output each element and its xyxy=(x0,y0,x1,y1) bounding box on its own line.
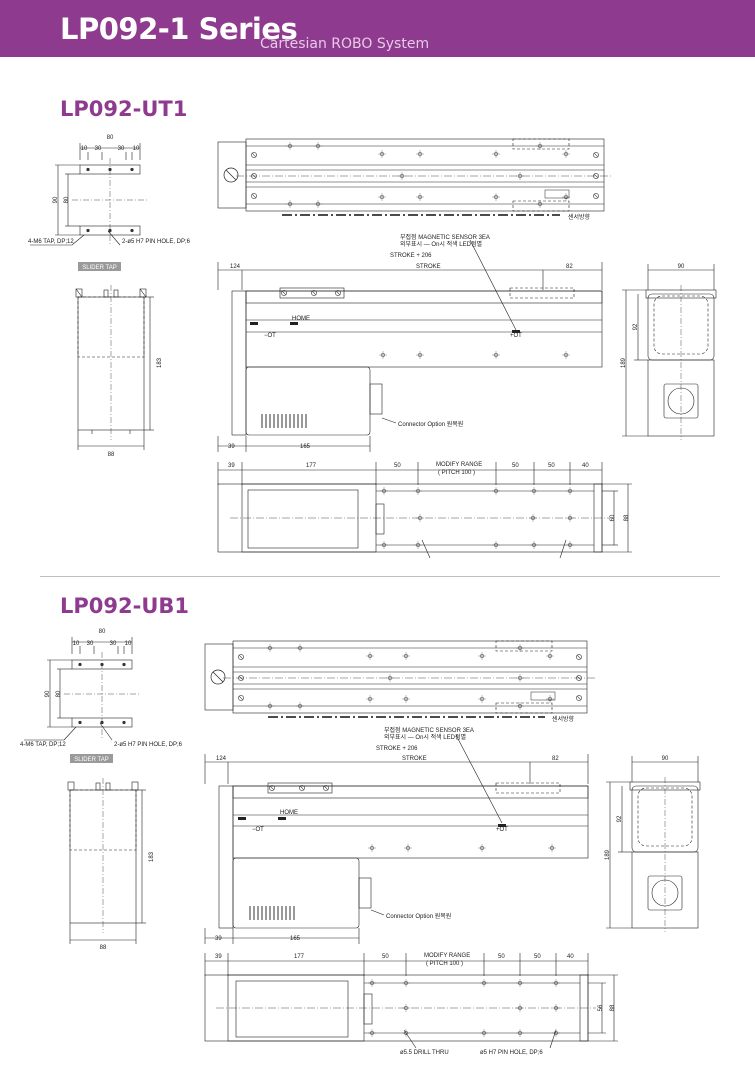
dim-124: 124 xyxy=(216,756,227,762)
dim-56: 56 xyxy=(598,1004,604,1011)
dim-177: 177 xyxy=(294,954,305,960)
dim-80: 80 xyxy=(107,135,114,141)
plus-ot-label: +OT xyxy=(496,827,508,833)
bottom-view xyxy=(204,953,618,1049)
bottom-view xyxy=(217,462,632,559)
minus-ot-label: −OT xyxy=(264,333,276,339)
magnetic-sensor-label: 부접점 MAGNETIC SENSOR 3EA xyxy=(400,233,490,241)
dim-183: 183 xyxy=(157,357,163,368)
dim-39: 39 xyxy=(228,463,235,469)
sensor-direction-label: 센서방향 xyxy=(552,715,575,723)
pin-hole-note: 2-ø5 H7 PIN HOLE, DP;6 xyxy=(122,239,191,245)
slider-top-view xyxy=(24,637,140,741)
dim-92: 92 xyxy=(633,323,639,330)
page-header: LP092-1 Series Cartesian ROBO System xyxy=(0,0,755,57)
dim-stroke-206: STROKE + 206 xyxy=(390,253,432,259)
dim-90: 90 xyxy=(678,264,685,270)
dim-50: 50 xyxy=(394,463,401,469)
connector-option-label: Connector Option 원목원 xyxy=(386,912,451,920)
dim-82: 82 xyxy=(566,264,573,270)
side-view xyxy=(204,734,589,944)
tap-note: 4-M6 TAP, DP;12 xyxy=(20,742,66,748)
dim-50: 50 xyxy=(534,954,541,960)
dim-183: 183 xyxy=(149,851,155,862)
end-view-left xyxy=(75,285,154,450)
slider-tap-label: SLIDER TAP xyxy=(74,757,108,763)
end-view-right xyxy=(606,756,701,932)
dim-124: 124 xyxy=(230,264,241,270)
modify-range-label: MODIFY RANGE xyxy=(424,953,470,959)
dim-165: 165 xyxy=(300,444,311,450)
end-view-left xyxy=(67,778,146,944)
dim-10: 10 xyxy=(81,146,88,152)
top-view-long xyxy=(217,138,612,216)
sensor-direction-label: 센서방향 xyxy=(568,213,591,221)
top-view-long xyxy=(204,640,595,718)
slider-top-view xyxy=(30,143,148,246)
dim-39: 39 xyxy=(215,954,222,960)
minus-ot-label: −OT xyxy=(252,827,264,833)
dim-90: 90 xyxy=(45,690,51,697)
dim-40: 40 xyxy=(567,954,574,960)
dim-177: 177 xyxy=(306,463,317,469)
magnetic-sensor-label: 부접점 MAGNETIC SENSOR 3EA xyxy=(384,726,474,734)
dim-50: 50 xyxy=(512,463,519,469)
drawing-ut1: 80 10 30 30 10 90 80 4-M6 TAP, DP;12 2-ø… xyxy=(28,135,717,559)
dim-50: 50 xyxy=(382,954,389,960)
page-subtitle: Cartesian ROBO System xyxy=(260,36,430,52)
dim-80: 80 xyxy=(64,196,70,203)
dim-30: 30 xyxy=(87,641,94,647)
dim-40: 40 xyxy=(582,463,589,469)
drill-thru-note: ø5.5 DRILL THRU xyxy=(400,1050,449,1056)
home-label: HOME xyxy=(280,810,298,816)
home-label: HOME xyxy=(292,316,310,322)
end-view-right xyxy=(622,264,717,440)
page-title: LP092-1 Series xyxy=(60,12,298,46)
dim-82: 82 xyxy=(552,756,559,762)
magnetic-sensor-note: 외부표시 — On시 적색 LED점멸 xyxy=(400,240,482,248)
dim-stroke-206: STROKE + 206 xyxy=(376,746,418,752)
dim-50: 50 xyxy=(498,954,505,960)
drawing-ub1: 80 10 30 30 10 90 80 4-M6 TAP, DP;12 2-ø… xyxy=(20,629,701,1056)
pitch-label: ( PITCH 100 ) xyxy=(426,961,463,967)
dim-80: 80 xyxy=(56,690,62,697)
dim-39: 39 xyxy=(228,444,235,450)
plus-ot-label: +OT xyxy=(510,333,522,339)
section-divider xyxy=(40,576,720,577)
section-title-ut1: LP092-UT1 xyxy=(60,97,188,121)
dim-90: 90 xyxy=(53,196,59,203)
tap-note: 4-M6 TAP, DP;12 xyxy=(28,239,74,245)
dim-10: 10 xyxy=(133,146,140,152)
dim-189: 189 xyxy=(621,357,627,368)
pin-hole-note: 2-ø5 H7 PIN HOLE, DP;6 xyxy=(114,742,183,748)
slider-tap-label: SLIDER TAP xyxy=(82,265,116,271)
dim-90: 90 xyxy=(662,756,669,762)
dim-30: 30 xyxy=(118,146,125,152)
dim-165: 165 xyxy=(290,936,301,942)
dim-stroke: STROKE xyxy=(416,264,441,270)
dim-stroke: STROKE xyxy=(402,756,427,762)
dim-50: 50 xyxy=(548,463,555,469)
dim-189: 189 xyxy=(605,849,611,860)
dim-88: 88 xyxy=(108,452,115,458)
magnetic-sensor-note: 외부표시 — On시 적색 LED점멸 xyxy=(384,733,466,741)
side-view xyxy=(217,239,603,452)
dim-80: 80 xyxy=(99,629,106,635)
modify-range-label: MODIFY RANGE xyxy=(436,462,482,468)
dim-30: 30 xyxy=(110,641,117,647)
pin-hole-note: ø5 H7 PIN HOLE, DP;6 xyxy=(480,1050,543,1056)
dim-88: 88 xyxy=(610,1004,616,1011)
pitch-label: ( PITCH 100 ) xyxy=(438,470,475,476)
dim-30: 30 xyxy=(95,146,102,152)
dim-10: 10 xyxy=(125,641,132,647)
dim-88: 88 xyxy=(100,945,107,951)
dim-92: 92 xyxy=(617,815,623,822)
section-title-ub1: LP092-UB1 xyxy=(60,594,189,618)
dim-88: 88 xyxy=(624,514,630,521)
dim-60: 60 xyxy=(610,514,616,521)
dim-10: 10 xyxy=(73,641,80,647)
connector-option-label: Connector Option 원목원 xyxy=(398,420,463,428)
dim-39: 39 xyxy=(215,936,222,942)
